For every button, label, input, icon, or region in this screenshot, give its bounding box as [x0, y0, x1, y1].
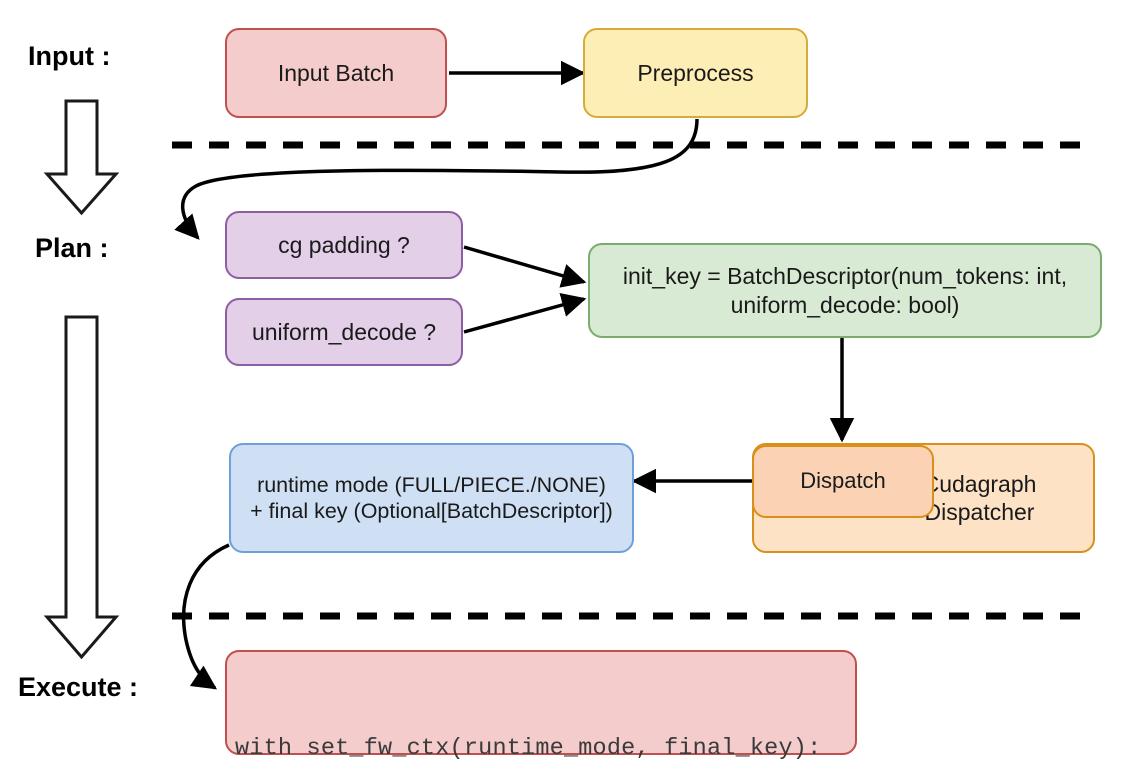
- node-cg-padding-label: cg padding ?: [278, 231, 410, 258]
- node-input-batch[interactable]: Input Batch: [225, 28, 447, 118]
- arrow-uniform-decode-to-init-key: [463, 293, 587, 334]
- plan-to-execute-stage-arrow: [43, 315, 120, 660]
- node-cudagraph-dispatcher-label-line-2: Dispatcher: [924, 499, 1035, 525]
- stage-label-execute: Execute :: [18, 672, 139, 702]
- node-preprocess-label: Preprocess: [637, 59, 754, 86]
- node-cudagraph-dispatcher-label-line-1: Cudagraph: [922, 470, 1037, 497]
- node-execute-code-line-1: with set_fw_ctx(runtime_mode, final_key)…: [235, 735, 822, 763]
- node-dispatch-label: Dispatch: [800, 468, 886, 494]
- node-uniform-decode[interactable]: uniform_decode ?: [225, 298, 463, 366]
- stage-label-input: Input :: [28, 41, 111, 71]
- node-init-key[interactable]: init_key = BatchDescriptor(num_tokens: i…: [588, 243, 1102, 338]
- node-init-key-label-line-1: init_key = BatchDescriptor(num_tokens: i…: [622, 263, 1068, 290]
- node-input-batch-label: Input Batch: [277, 59, 395, 86]
- node-execute-code[interactable]: with set_fw_ctx(runtime_mode, final_key)…: [225, 650, 857, 762]
- node-runtime-mode-label-line-2: + final key (Optional[BatchDescriptor]): [250, 499, 613, 523]
- node-runtime-mode-label-line-1: runtime mode (FULL/PIECE./NONE): [257, 472, 606, 497]
- node-init-key-label-line-2: uniform_decode: bool): [730, 291, 960, 318]
- input-to-plan-stage-arrow: [43, 99, 120, 216]
- node-preprocess[interactable]: Preprocess: [583, 28, 808, 118]
- arrow-runtime-mode-to-execute-code: [181, 543, 230, 690]
- stage-label-plan: Plan :: [35, 233, 109, 263]
- node-cg-padding[interactable]: cg padding ?: [225, 211, 463, 279]
- node-uniform-decode-label: uniform_decode ?: [251, 318, 437, 345]
- arrow-cg-padding-to-init-key: [463, 245, 587, 288]
- node-dispatch[interactable]: Dispatch: [752, 445, 934, 518]
- node-runtime-mode[interactable]: runtime mode (FULL/PIECE./NONE) + final …: [229, 443, 634, 553]
